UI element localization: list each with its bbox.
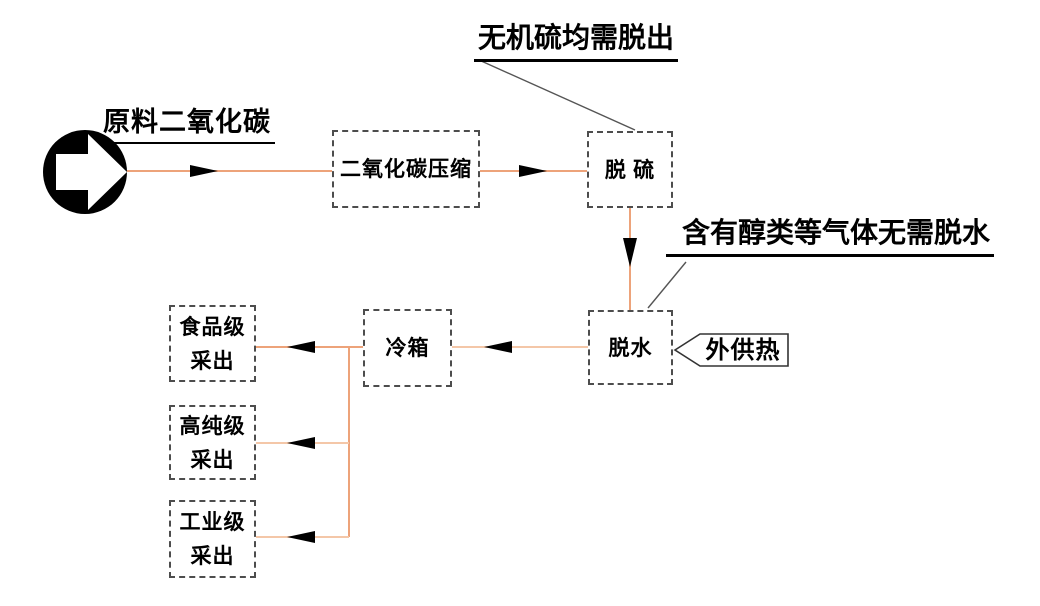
annotation-dehydrate-note: 含有醇类等气体无需脱水 xyxy=(666,211,995,257)
arrowhead-left-4 xyxy=(287,531,315,543)
arrowhead-left-1 xyxy=(484,341,512,353)
process-box-desulfurizer-label: 脱 硫 xyxy=(604,157,656,182)
arrowhead-right-1 xyxy=(190,165,218,177)
pump-icon xyxy=(43,130,127,214)
process-box-desulfurizer: 脱 硫 xyxy=(587,131,673,208)
output-box-food-grade: 食品级 采出 xyxy=(169,305,256,382)
output-box-industrial-label: 工业级 采出 xyxy=(179,510,246,568)
leader-line-dehydrate-note xyxy=(647,261,687,309)
output-box-industrial: 工业级 采出 xyxy=(169,500,256,578)
output-box-food-grade-label: 食品级 采出 xyxy=(179,314,246,373)
source-label: 原料二氧化碳 xyxy=(99,100,275,144)
process-box-compressor: 二氧化碳压缩 xyxy=(332,130,480,208)
process-box-compressor-label: 二氧化碳压缩 xyxy=(340,157,472,181)
output-box-high-purity: 高纯级 采出 xyxy=(169,405,256,480)
output-box-high-purity-label: 高纯级 采出 xyxy=(179,413,246,472)
process-box-coldbox-label: 冷箱 xyxy=(385,336,430,360)
arrowhead-left-2 xyxy=(287,341,315,353)
leader-line-desulfur-note xyxy=(478,59,636,131)
arrowhead-down-1 xyxy=(623,238,637,267)
process-box-dehydrator-label: 脱水 xyxy=(608,335,653,360)
process-box-dehydrator: 脱水 xyxy=(588,310,673,385)
arrowhead-left-3 xyxy=(287,437,315,449)
annotation-desulfur-note: 无机硫均需脱出 xyxy=(474,16,679,62)
external-heat-label: 外供热 xyxy=(705,338,781,364)
process-box-coldbox: 冷箱 xyxy=(363,309,452,387)
arrowhead-right-2 xyxy=(519,165,547,177)
external-heat-banner xyxy=(673,333,789,367)
